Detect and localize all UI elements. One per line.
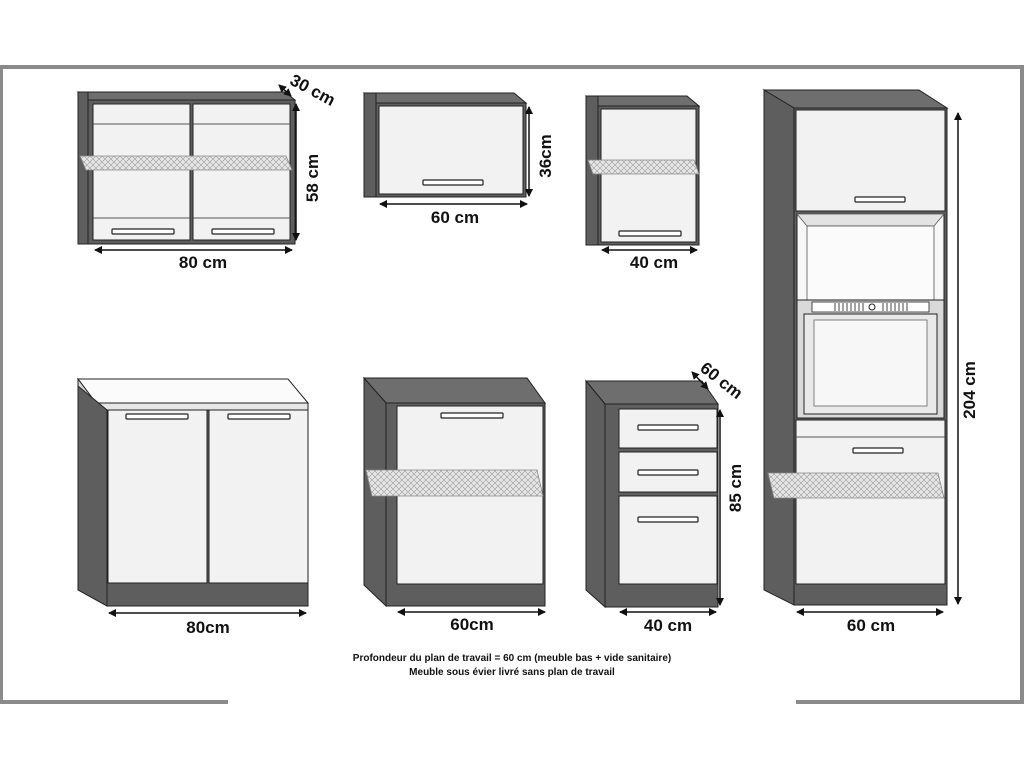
oven-knob-icon	[868, 303, 876, 311]
base-40-depth-arrow	[691, 371, 709, 390]
oven-vent-slots	[834, 303, 908, 311]
wall-cabinet-60	[362, 92, 528, 198]
tall-oven-cabinet	[762, 89, 949, 606]
wall-80-depth-arrow	[278, 84, 292, 97]
base-40-height-label: 85 cm	[726, 464, 745, 512]
worktop-depth-note: Profondeur du plan de travail = 60 cm (m…	[352, 653, 672, 664]
sink-cabinet-note: Meuble sous évier livré sans plan de tra…	[409, 667, 615, 678]
base-cabinet-80	[77, 377, 310, 607]
wall-cabinet-80	[76, 91, 297, 245]
wall-80-height-label: 58 cm	[303, 154, 322, 202]
wall-cabinet-40	[584, 95, 701, 246]
base-80-width-label: 80cm	[186, 618, 229, 637]
base-cabinet-60	[362, 376, 546, 608]
wall-60-width-label: 60 cm	[431, 208, 479, 227]
base-cabinet-40-drawers	[584, 379, 719, 609]
outer-frame	[0, 65, 1024, 704]
tall-width-label: 60 cm	[847, 616, 895, 635]
wall-60-height-label: 36cm	[536, 134, 555, 177]
base-60-width-label: 60cm	[450, 615, 493, 634]
base-40-width-label: 40 cm	[644, 616, 692, 635]
wall-40-width-label: 40 cm	[630, 253, 678, 272]
tall-height-label: 204 cm	[960, 361, 979, 419]
wall-80-width-label: 80 cm	[179, 253, 227, 272]
